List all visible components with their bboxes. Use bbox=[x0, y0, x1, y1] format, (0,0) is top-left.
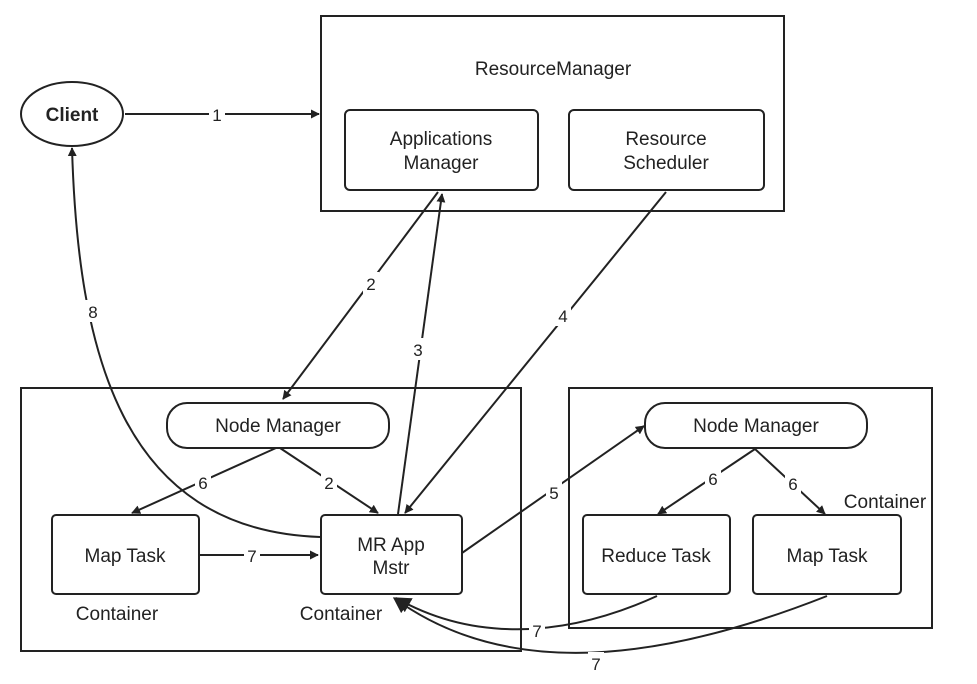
edge-label-4: 4 bbox=[558, 307, 567, 326]
reduce-task-node bbox=[582, 514, 731, 595]
edge-label-6a: 6 bbox=[198, 474, 207, 493]
container-label-left-map: Container bbox=[76, 604, 159, 625]
edge-7b bbox=[394, 595, 658, 631]
edge-label-2b: 2 bbox=[324, 474, 333, 493]
edge-label-8: 8 bbox=[88, 303, 97, 322]
mr-app-mstr-node bbox=[320, 514, 463, 595]
client-node bbox=[20, 81, 124, 147]
node-manager-left-label: Node Manager bbox=[215, 416, 341, 437]
edge-label-5: 5 bbox=[549, 484, 558, 503]
mr-app-mstr-label-line2: Mstr bbox=[373, 558, 411, 579]
client-label: Client bbox=[46, 105, 99, 126]
edge-2a bbox=[282, 191, 439, 400]
map-task-left-node bbox=[51, 514, 200, 595]
node-manager-left bbox=[166, 402, 390, 449]
edge-label-2a: 2 bbox=[366, 275, 375, 294]
applications-manager-node bbox=[344, 109, 539, 191]
edge-label-7b: 7 bbox=[532, 622, 541, 641]
map-task-left-label: Map Task bbox=[85, 546, 166, 567]
map-task-right-node bbox=[752, 514, 902, 595]
applications-manager-label-line1: Applications bbox=[390, 129, 492, 150]
resource-scheduler-node bbox=[568, 109, 765, 191]
edge-label-1: 1 bbox=[212, 106, 221, 125]
applications-manager-label-line2: Manager bbox=[404, 153, 480, 174]
edge-label-3: 3 bbox=[413, 341, 422, 360]
node-manager-right bbox=[644, 402, 868, 449]
edge-7c bbox=[392, 595, 828, 654]
edge-label-6c: 6 bbox=[788, 475, 797, 494]
edge-label-7c: 7 bbox=[591, 655, 600, 674]
edge-label-7a: 7 bbox=[247, 547, 256, 566]
edge-8 bbox=[67, 147, 321, 538]
resource-scheduler-label-line2: Scheduler bbox=[623, 153, 709, 174]
edge-label-6b: 6 bbox=[708, 470, 717, 489]
resource-manager-label: ResourceManager bbox=[475, 59, 632, 80]
mr-app-mstr-label-line1: MR App bbox=[357, 535, 425, 556]
edge-4 bbox=[404, 191, 667, 514]
container-label-right: Container bbox=[844, 492, 927, 513]
resource-scheduler-label-line1: Resource bbox=[625, 129, 706, 150]
map-task-right-label: Map Task bbox=[787, 546, 868, 567]
node-manager-right-label: Node Manager bbox=[693, 416, 819, 437]
reduce-task-label: Reduce Task bbox=[601, 546, 711, 567]
container-label-left-mr: Container bbox=[300, 604, 383, 625]
